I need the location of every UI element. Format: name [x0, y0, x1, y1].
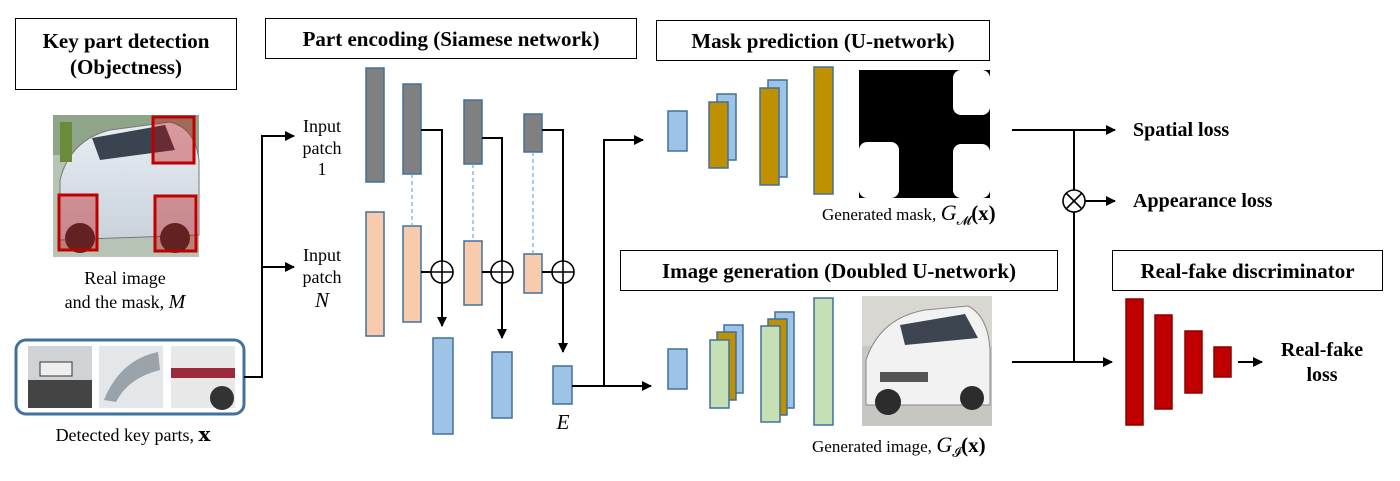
- weight-sharing-lines: [411, 152, 534, 254]
- real-fake-loss-line2: loss: [1306, 364, 1338, 386]
- detected-part-1: [28, 346, 92, 408]
- mask-prediction-title: Mask prediction (U-network): [656, 20, 990, 61]
- real-image-symbol: M: [168, 290, 186, 313]
- part-encoding-title: Part encoding (Siamese network): [265, 18, 637, 59]
- key-part-detection-title-line1: Key part detection: [42, 29, 210, 53]
- generated-mask-sub: 𝓜: [956, 212, 972, 228]
- encoder-peach-layers: [365, 211, 543, 337]
- generated-mask-arg: (x): [971, 201, 996, 225]
- image-unet-layers: [667, 297, 834, 426]
- generated-mask-text: Generated mask,: [822, 205, 937, 224]
- generated-image-text: Generated image,: [812, 437, 932, 456]
- real-fake-loss-label: Real-fake loss: [1272, 338, 1372, 388]
- real-image-caption-line1: Real image: [84, 268, 166, 288]
- input-patch-1-label: Input patch 1: [290, 116, 354, 181]
- generated-image-arg: (x): [961, 433, 986, 457]
- generated-image-symbol: G: [936, 432, 953, 457]
- encoder-output-label: E: [556, 410, 570, 434]
- detected-part-2: [99, 346, 163, 408]
- real-image: [53, 115, 200, 257]
- key-box-window: [151, 115, 196, 165]
- generated-mask-symbol: G: [940, 200, 957, 225]
- arrow-sum-2: [482, 137, 507, 339]
- real-image-caption-line2: and the mask,: [64, 291, 165, 312]
- arrow-to-mask-net: [572, 135, 644, 387]
- key-part-detection-title-line2: (Objectness): [70, 55, 182, 80]
- input-patch-n-line1: Input: [303, 245, 341, 265]
- input-patch-1-line2: patch: [302, 137, 342, 158]
- key-part-detection-title: Key part detection (Objectness): [15, 18, 237, 90]
- input-patch-1-line1: Input: [303, 116, 341, 136]
- input-patch-n-label: Input patch N: [290, 245, 354, 313]
- discriminator-layers: [1125, 298, 1232, 426]
- arrow-sum-1: [421, 129, 447, 327]
- detected-parts-text: Detected key parts,: [55, 425, 194, 445]
- circle-times-icon: [1062, 189, 1086, 213]
- real-image-caption: Real image and the mask, M: [20, 268, 230, 314]
- generated-image-caption: Generated image, G𝓘(x): [812, 432, 1052, 460]
- detected-parts-caption: Detected key parts, x: [18, 422, 248, 447]
- arrow-sum-3: [542, 129, 568, 353]
- mask-unet-layers: [667, 66, 834, 195]
- encoder-gray-layers: [365, 67, 543, 183]
- appearance-loss-label: Appearance loss: [1133, 190, 1273, 212]
- input-patch-n-line3: N: [314, 288, 329, 313]
- input-patch-1-line3: 1: [317, 159, 327, 180]
- real-image-caption-line2-wrap: and the mask, M: [20, 290, 230, 314]
- key-box-door: [153, 194, 198, 253]
- image-generation-title: Image generation (Doubled U-network): [620, 250, 1058, 291]
- generated-mask-caption: Generated mask, G𝓜(x): [822, 200, 1052, 228]
- real-fake-loss-line1: Real-fake: [1280, 339, 1364, 361]
- generated-image-sub: 𝓘: [952, 444, 962, 460]
- generated-mask-image: [859, 70, 990, 198]
- discriminator-title: Real-fake discriminator: [1112, 250, 1383, 291]
- arrow-to-patch-1: [244, 131, 295, 378]
- key-box-front: [57, 193, 99, 252]
- generated-car-image: [862, 296, 992, 426]
- input-patch-n-line2: patch: [302, 266, 342, 287]
- encoder-output-layers: [432, 337, 573, 435]
- detected-parts-symbol: x: [198, 422, 211, 446]
- detected-part-3: [171, 346, 235, 410]
- spatial-loss-label: Spatial loss: [1133, 119, 1230, 141]
